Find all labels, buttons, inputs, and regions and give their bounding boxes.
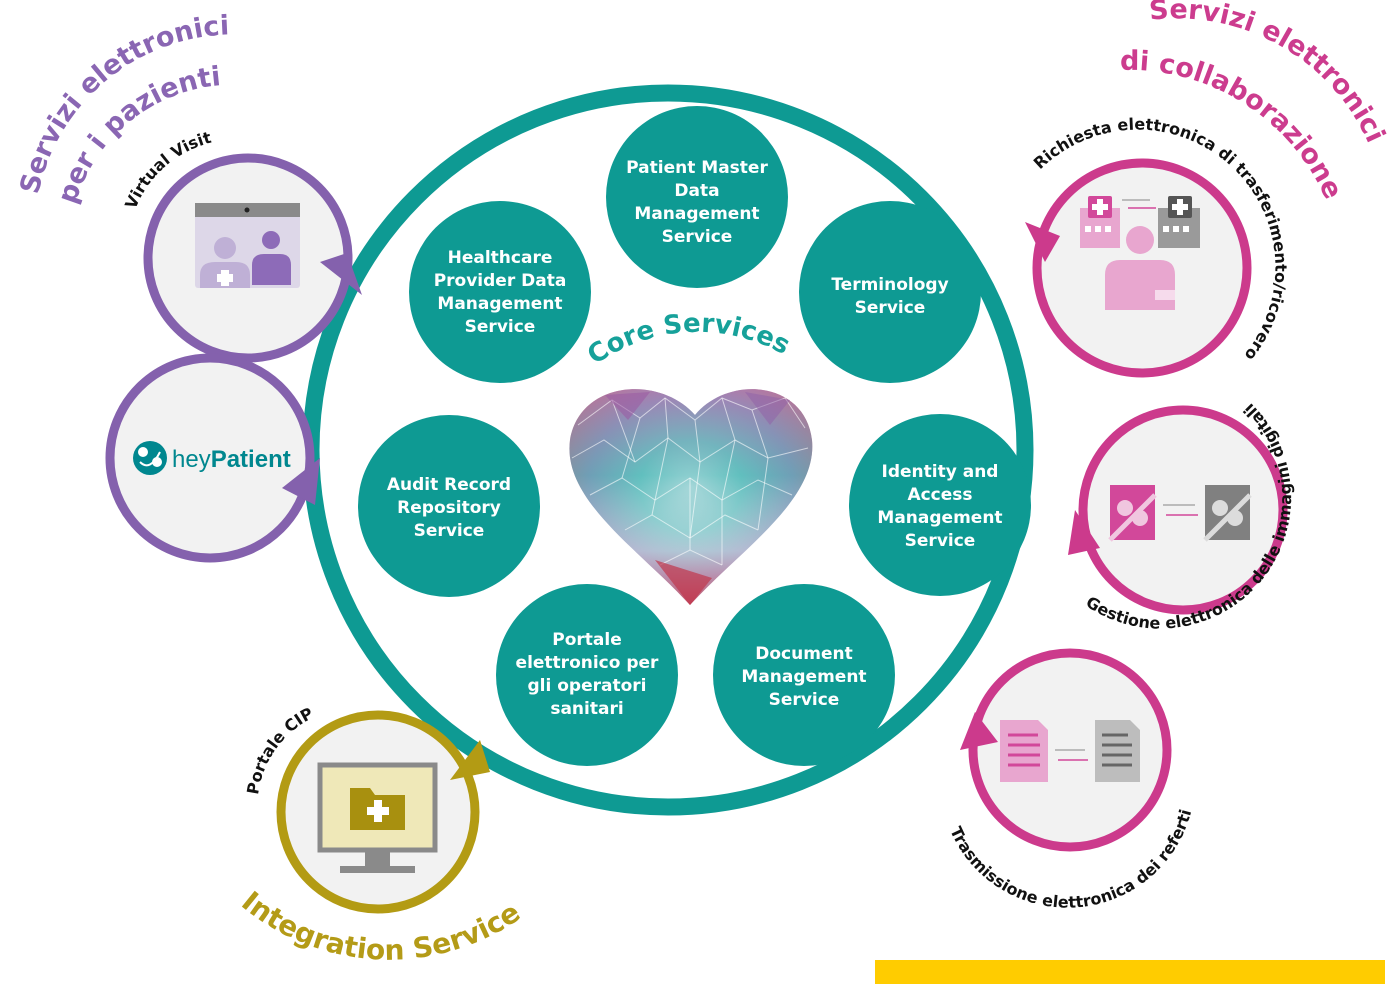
referti-satellite: Trasmissione elettronica dei referti [946,648,1195,912]
core-service-label: sanitari [550,699,623,719]
core-service-label: Management [741,667,866,687]
core-service-label: elettronico per [516,653,660,673]
core-service-patient-master: Patient Master Data Management Service [606,106,788,288]
core-service-label: Management [634,204,759,224]
core-services-heading: Core Services [582,309,794,371]
heypatient-logo-text: heyPatient [172,446,291,473]
virtual-visit-satellite: Virtual Visit [121,128,362,363]
arrow-icon [960,712,998,750]
core-service-label: Service [662,227,733,247]
heart-graphic [569,389,813,605]
core-service-label: Management [877,508,1002,528]
core-service-label: Service [769,690,840,710]
core-service-audit-record: Audit Record Repository Service [358,415,540,597]
heypatient-satellite: heyPatient [105,353,320,563]
core-service-label: Document [755,644,852,664]
core-service-label: Healthcare [448,248,553,268]
core-service-label: Identity and [882,462,999,482]
footer-banner [875,960,1385,984]
core-service-label: gli operatori [528,676,647,696]
video-call-icon [195,203,300,288]
arrow-icon [1068,510,1100,555]
core-service-healthcare-provider: Healthcare Provider Data Management Serv… [409,201,591,383]
core-service-label: Access [907,485,972,505]
core-service-label: Audit Record [387,475,511,495]
hospital-transfer-icon [1080,196,1200,310]
core-service-label: Patient Master [626,158,768,178]
arrow-icon [282,458,320,505]
core-service-portale-operatori: Portale elettronico per gli operatori sa… [496,584,678,766]
core-service-document-management: Document Management Service [713,584,895,766]
core-service-identity-access: Identity and Access Management Service [849,414,1031,596]
core-service-label: Service [414,521,485,541]
arrow-icon [320,253,362,295]
core-service-label: Service [855,298,926,318]
core-service-label: Management [437,294,562,314]
core-service-terminology: Terminology Service [799,201,981,383]
trasferimento-satellite: Richiesta elettronica di trasferimento/r… [1025,115,1290,378]
core-service-label: Portale [552,630,621,650]
core-service-label: Data [674,181,719,201]
computer-folder-icon [317,762,438,873]
document-transfer-icon [1000,720,1140,782]
immagini-satellite: Gestione elettronica delle immagini digi… [1068,400,1295,633]
core-service-label: Service [465,317,536,337]
core-service-label: Repository [397,498,501,518]
arrow-icon [450,740,490,780]
core-service-label: Provider Data [434,271,567,291]
core-service-label: Terminology [831,275,948,295]
arrow-icon [1025,222,1060,262]
core-service-label: Service [905,531,976,551]
image-transfer-icon [1108,485,1252,542]
heypatient-logo-icon [133,441,167,475]
